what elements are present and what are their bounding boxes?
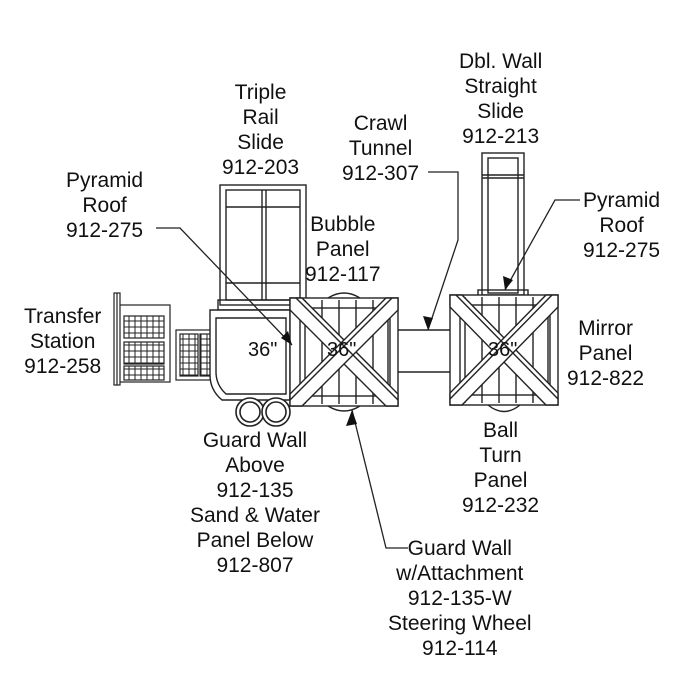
dimension-36-center: 36"	[327, 339, 357, 361]
guard-wall-attachment-label: Guard Wall w/Attachment 912-135-W Steeri…	[388, 537, 532, 660]
transfer-station	[113, 292, 222, 386]
mirror-panel-label: Mirror Panel 912-822	[567, 317, 645, 390]
triple-rail-slide	[217, 184, 309, 311]
crawl-tunnel-label: Crawl Tunnel 912-307	[342, 112, 420, 185]
crawl-tunnel	[398, 329, 450, 373]
arrowheads	[281, 276, 513, 426]
dbl-wall-straight-slide	[477, 152, 529, 299]
pyramid-roof-right-label: Pyramid Roof 912-275	[583, 189, 661, 262]
guard-wall-sand-water-label: Guard Wall Above 912-135 Sand & Water Pa…	[190, 429, 320, 577]
ball-turn-panel-label: Ball Turn Panel 912-232	[462, 419, 540, 517]
dimension-36-left: 36"	[248, 339, 278, 361]
triple-rail-slide-label: Triple Rail Slide 912-203	[222, 81, 300, 179]
dimension-36-right: 36"	[488, 339, 518, 361]
left-deck	[289, 292, 399, 412]
bubble-panel-label: Bubble Panel 912-117	[305, 213, 381, 286]
right-deck	[449, 294, 559, 413]
sand-water-panel	[235, 397, 291, 427]
platform	[209, 309, 291, 401]
dbl-wall-slide-label: Dbl. Wall Straight Slide 912-213	[459, 50, 543, 148]
transfer-station-label: Transfer Station 912-258	[24, 305, 102, 378]
pyramid-roof-left-label: Pyramid Roof 912-275	[66, 169, 144, 242]
leader-lines	[156, 171, 580, 549]
